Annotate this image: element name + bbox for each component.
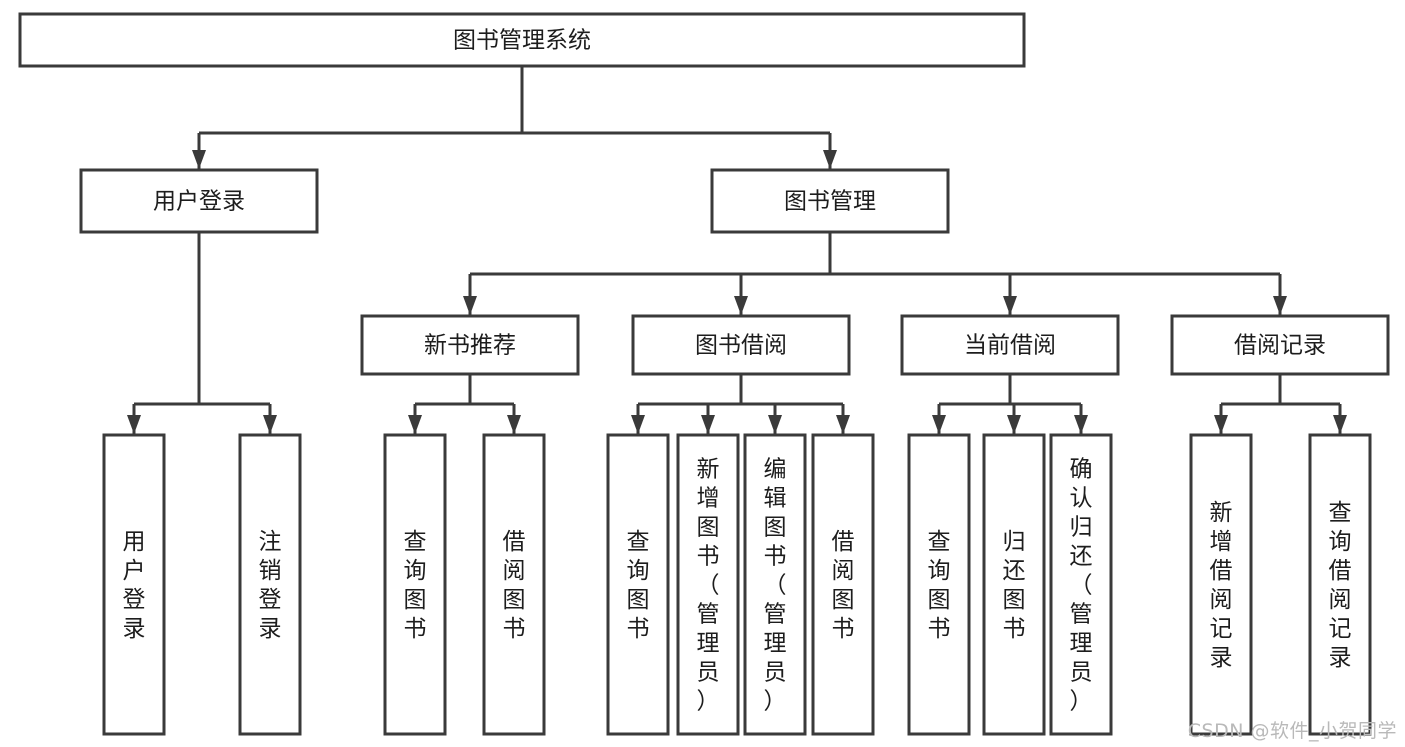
box-outline: [811, 433, 875, 736]
arrowhead: [408, 415, 422, 434]
node-e59bbee4b9a6e7aea1e79086-l1[interactable]: 图书管理: [710, 168, 950, 234]
box-label: 编辑图书（管理员）: [764, 457, 787, 715]
box-label: 用户登录: [153, 189, 245, 215]
box-label: 新增图书（管理员）: [697, 457, 720, 715]
box-outline: [360, 314, 580, 376]
node-e59bbee4b9a6e5809fe99885-l2[interactable]: 图书借阅: [631, 314, 851, 376]
box-label: 图书借阅: [695, 333, 787, 359]
box-label: 用户登录: [123, 529, 146, 642]
node-e59bbee4b9a6e7aea1e79086-root[interactable]: 图书管理系统: [18, 12, 1026, 68]
arrowhead: [463, 296, 477, 315]
connector-layer: [127, 66, 1347, 434]
box-label: 借阅图书: [503, 529, 526, 642]
box-outline: [1049, 433, 1113, 736]
box-label: 注销登录: [259, 529, 282, 642]
box-outline: [900, 314, 1120, 376]
box-outline: [79, 168, 319, 234]
leaf-3[interactable]: 借阅图书: [482, 433, 546, 736]
arrowhead: [734, 296, 748, 315]
leaf-0[interactable]: 用户登录: [102, 433, 166, 736]
arrowhead: [127, 415, 141, 434]
box-outline: [676, 433, 740, 736]
box-outline: [482, 433, 546, 736]
arrowhead: [1007, 415, 1021, 434]
box-label: 确认归还（管理员）: [1070, 457, 1093, 715]
arrowhead: [1273, 296, 1287, 315]
box-label: 查询图书: [928, 529, 951, 642]
leaf-4[interactable]: 查询图书: [606, 433, 670, 736]
arrowhead: [823, 150, 837, 169]
leaf-6[interactable]: 编辑图书（管理员）: [743, 433, 807, 736]
leaf-5[interactable]: 新增图书（管理员）: [676, 433, 740, 736]
arrowhead: [932, 415, 946, 434]
leaf-12[interactable]: 查询借阅记录: [1308, 433, 1372, 736]
watermark-text: CSDN @软件_小贺同学: [1187, 720, 1397, 742]
node-e5bd93e5898de5809fe99885-l2[interactable]: 当前借阅: [900, 314, 1120, 376]
node-e794a8e688b7e799bbe5bd95-l1[interactable]: 用户登录: [79, 168, 319, 234]
leaf-1[interactable]: 注销登录: [238, 433, 302, 736]
leaf-2[interactable]: 查询图书: [383, 433, 447, 736]
box-label: 归还图书: [1003, 529, 1026, 642]
box-outline: [102, 433, 166, 736]
arrowhead: [1333, 415, 1347, 434]
leaf-10[interactable]: 确认归还（管理员）: [1049, 433, 1113, 736]
leaf-11[interactable]: 新增借阅记录: [1189, 433, 1253, 736]
leaf-7[interactable]: 借阅图书: [811, 433, 875, 736]
box-label: 当前借阅: [964, 333, 1056, 359]
box-label: 图书管理: [784, 189, 876, 215]
arrowhead: [507, 415, 521, 434]
box-outline: [1189, 433, 1253, 736]
arrowhead: [1214, 415, 1228, 434]
box-outline: [238, 433, 302, 736]
arrowhead: [263, 415, 277, 434]
arrowhead: [1074, 415, 1088, 434]
leaf-9[interactable]: 归还图书: [982, 433, 1046, 736]
box-outline: [631, 314, 851, 376]
arrowhead: [701, 415, 715, 434]
box-outline: [710, 168, 950, 234]
box-label: 借阅图书: [832, 529, 855, 642]
box-label: 查询借阅记录: [1329, 500, 1352, 671]
box-layer: 图书管理系统用户登录图书管理新书推荐图书借阅当前借阅借阅记录用户登录注销登录查询…: [18, 12, 1390, 736]
arrowhead: [631, 415, 645, 434]
box-label: 图书管理系统: [453, 28, 591, 54]
box-label: 借阅记录: [1234, 333, 1326, 359]
box-outline: [743, 433, 807, 736]
leaf-8[interactable]: 查询图书: [907, 433, 971, 736]
arrowhead: [768, 415, 782, 434]
box-outline: [18, 12, 1026, 68]
box-label: 查询图书: [627, 529, 650, 642]
box-label: 新增借阅记录: [1210, 500, 1233, 671]
box-label: 新书推荐: [424, 333, 516, 359]
box-outline: [1308, 433, 1372, 736]
arrowhead: [192, 150, 206, 169]
box-outline: [907, 433, 971, 736]
box-outline: [982, 433, 1046, 736]
arrowhead: [1003, 296, 1017, 315]
node-e696b0e4b9a6e68ea8e88d90-l2[interactable]: 新书推荐: [360, 314, 580, 376]
box-outline: [1170, 314, 1390, 376]
box-outline: [383, 433, 447, 736]
arrowhead: [836, 415, 850, 434]
box-outline: [606, 433, 670, 736]
node-e5809fe99885e8aeb0e5bd95-l2[interactable]: 借阅记录: [1170, 314, 1390, 376]
box-label: 查询图书: [404, 529, 427, 642]
